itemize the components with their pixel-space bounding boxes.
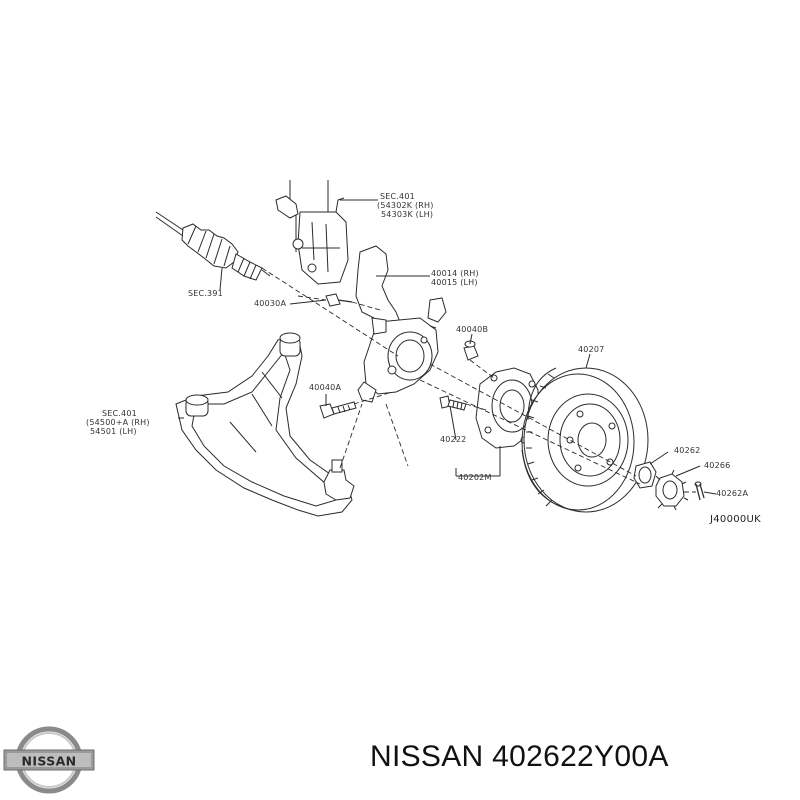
bolt-40222 [439, 395, 467, 411]
bolt-40040a [319, 401, 357, 419]
part-labels: SEC.401 (54302K (RH) 54303K (LH) 40014 (… [86, 192, 761, 525]
castle-nut-40266 [655, 469, 689, 511]
label-40014: 40014 (RH) [431, 269, 479, 278]
nissan-logo: NISSAN [3, 726, 95, 794]
label-40222: 40222 [440, 435, 466, 444]
nut-40040b [463, 340, 479, 361]
label-diagram-code: J40000UK [709, 514, 761, 525]
label-sec401-strut: SEC.401 [380, 192, 415, 201]
label-40266: 40266 [704, 461, 730, 470]
label-54501: 54501 (LH) [90, 427, 137, 436]
strut-assembly [275, 180, 349, 285]
lower-control-arm [175, 332, 355, 517]
label-40040a: 40040A [309, 383, 341, 392]
label-54303k: 54303K (LH) [381, 210, 433, 219]
label-40015: 40015 (LH) [431, 278, 478, 287]
cotter-pin-40262a [694, 481, 705, 501]
label-sec391: SEC.391 [188, 289, 223, 298]
label-40262: 40262 [674, 446, 700, 455]
label-40207: 40207 [578, 345, 604, 354]
label-sec401-arm: SEC.401 [102, 409, 137, 418]
steering-knuckle [355, 245, 447, 403]
label-40202m: 40202M [458, 473, 492, 482]
assembly-lines [261, 267, 696, 493]
bolt-40030a [325, 293, 353, 307]
logo-wordmark: NISSAN [21, 754, 76, 769]
product-title: NISSAN 402622Y00A [370, 740, 669, 773]
label-40262a: 40262A [716, 489, 748, 498]
label-54302k: (54302K (RH) [377, 201, 434, 210]
leader-lines [178, 199, 717, 495]
brake-rotor [521, 367, 649, 513]
label-40030a: 40030A [254, 299, 286, 308]
drive-shaft [155, 211, 271, 281]
label-40040b: 40040B [456, 325, 488, 334]
label-54500: (54500+A (RH) [86, 418, 150, 427]
washer-40262 [633, 461, 657, 489]
